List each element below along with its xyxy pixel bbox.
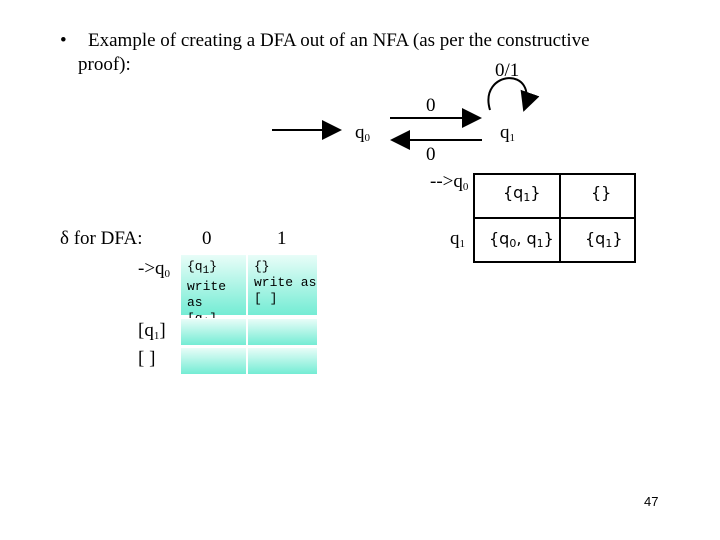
dfa-cell-q1-1 [247,318,318,346]
nfa-table-row-label-0: -->q0 [430,171,469,193]
dfa-cell-line: write as [187,279,227,310]
dfa-cell-q1-0 [180,318,247,346]
nfa-cell-q0-0: {q1} [503,183,541,204]
dfa-row-label-q0: ->q0 [138,258,171,280]
bullet-point: • [60,30,67,51]
slide-title-line-2: proof): [78,54,131,75]
dfa-cell-line: {q1} [187,259,218,277]
dfa-cell-q0-0: {q1} write as [q1] [180,254,247,329]
dfa-cell-empty-0 [180,347,247,375]
self-loop-label: 0/1 [495,60,520,81]
dfa-cell-q0-1: {} write as [ ] [247,254,318,316]
dfa-cell-line: {} [254,259,270,274]
dfa-col-header-1: 1 [277,228,287,249]
dfa-row-label-empty: [ ] [138,348,156,369]
slide-title-line-1: Example of creating a DFA out of an NFA … [88,30,590,51]
dfa-row-label-q1: [q1] [138,320,166,342]
nfa-transition-table: {q1} {} {q0, q1} {q1} [473,173,636,263]
page-number: 47 [644,494,659,509]
self-loop-q1 [487,77,540,112]
state-q0: q0 [355,122,370,144]
table-divider [475,217,634,219]
dfa-cell-line: [ ] [254,291,278,306]
dfa-col-header-0: 0 [202,228,212,249]
state-q1: q1 [500,122,515,144]
top-edge-label: 0 [426,95,436,116]
dfa-cell-empty-1 [247,347,318,375]
dfa-table-title: δ for DFA: [60,228,143,249]
dfa-cell-line: write as [254,275,317,290]
table-divider [559,175,561,261]
nfa-table-row-label-1: q1 [450,228,465,250]
nfa-cell-q1-0: {q0, q1} [489,229,554,250]
nfa-cell-q1-1: {q1} [585,229,623,250]
nfa-cell-q0-1: {} [591,183,612,202]
bottom-edge-label: 0 [426,144,436,165]
